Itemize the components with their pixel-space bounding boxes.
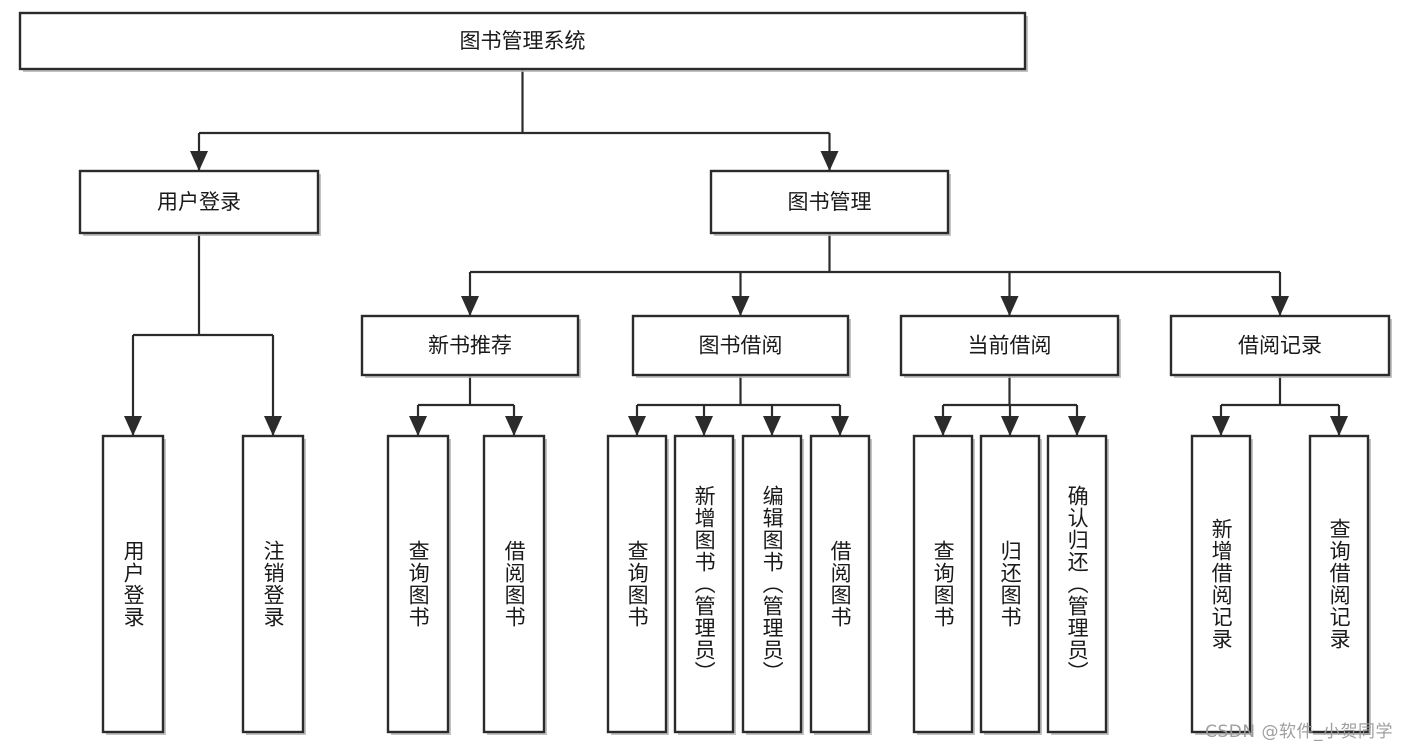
node-label-record: 借阅记录 <box>1238 334 1322 358</box>
node-label-bookmgmt: 图书管理 <box>788 190 872 214</box>
node-box-l-borrow1 <box>482 434 546 734</box>
arrow-head-l-borrow2 <box>831 416 849 436</box>
node-label-current: 当前借阅 <box>968 334 1052 358</box>
node-box-current <box>899 314 1120 377</box>
node-l-return[interactable] <box>979 434 1042 735</box>
node-box-login <box>78 169 320 235</box>
node-root[interactable] <box>18 11 1028 72</box>
node-l-addbook[interactable] <box>673 434 736 735</box>
node-box-bookmgmt <box>709 169 950 235</box>
node-box-newbook <box>360 314 580 377</box>
arrow-head-l-userlogin <box>124 416 142 436</box>
arrow-head-l-query1 <box>409 416 427 436</box>
arrow-head-l-query3 <box>934 416 952 436</box>
arrow-head-borrow <box>731 296 750 316</box>
node-box-l-userlogin <box>101 434 165 734</box>
node-borrow[interactable] <box>631 314 851 378</box>
connectors-layer <box>124 69 1348 436</box>
node-l-query3[interactable] <box>912 434 975 735</box>
node-newbook[interactable] <box>360 314 581 378</box>
node-label-login: 用户登录 <box>157 190 241 214</box>
arrow-head-newbook <box>461 296 479 316</box>
arrow-head-l-logout <box>264 416 282 436</box>
arrow-head-current <box>1000 296 1019 316</box>
node-box-l-addbook <box>673 434 735 734</box>
node-label-newbook: 新书推荐 <box>428 334 512 358</box>
boxes-layer <box>18 11 1392 735</box>
node-box-borrow <box>631 314 850 377</box>
arrow-head-l-query2 <box>628 416 646 436</box>
arrow-head-record <box>1271 296 1289 316</box>
node-box-l-borrow2 <box>809 434 871 734</box>
node-box-record <box>1169 314 1391 377</box>
node-l-editbook[interactable] <box>741 434 804 735</box>
node-box-root <box>18 11 1027 71</box>
node-box-l-query2 <box>606 434 668 734</box>
node-box-l-confirm <box>1046 434 1108 734</box>
node-l-query2[interactable] <box>606 434 669 735</box>
node-l-userlogin[interactable] <box>101 434 166 735</box>
node-l-query1[interactable] <box>386 434 451 735</box>
arrow-head-login <box>190 151 208 171</box>
node-l-borrow2[interactable] <box>809 434 872 735</box>
node-box-l-query3 <box>912 434 974 734</box>
node-current[interactable] <box>899 314 1121 378</box>
node-bookmgmt[interactable] <box>709 169 951 236</box>
node-box-l-logout <box>241 434 305 734</box>
arrow-head-bookmgmt <box>820 151 839 171</box>
arrow-head-l-addrec <box>1212 416 1230 436</box>
node-label-borrow: 图书借阅 <box>699 334 783 358</box>
node-l-confirm[interactable] <box>1046 434 1109 735</box>
node-label-root: 图书管理系统 <box>460 29 586 53</box>
csdn-watermark: CSDN @软件_小贺同学 <box>1205 722 1393 742</box>
arrow-head-l-return <box>1001 416 1019 436</box>
node-l-borrow1[interactable] <box>482 434 547 735</box>
node-box-l-editbook <box>741 434 803 734</box>
node-l-addrec[interactable] <box>1190 434 1253 735</box>
arrow-head-l-queryrec <box>1330 416 1348 436</box>
node-login[interactable] <box>78 169 321 236</box>
arrow-head-l-confirm <box>1068 416 1086 436</box>
node-box-l-return <box>979 434 1041 734</box>
node-box-l-queryrec <box>1308 434 1370 734</box>
arrow-head-l-editbook <box>763 416 781 436</box>
node-record[interactable] <box>1169 314 1392 378</box>
node-box-l-addrec <box>1190 434 1252 734</box>
node-l-logout[interactable] <box>241 434 306 735</box>
arrow-head-l-addbook <box>695 416 713 436</box>
node-box-l-query1 <box>386 434 450 734</box>
node-l-queryrec[interactable] <box>1308 434 1371 735</box>
arrow-head-l-borrow1 <box>505 416 523 436</box>
